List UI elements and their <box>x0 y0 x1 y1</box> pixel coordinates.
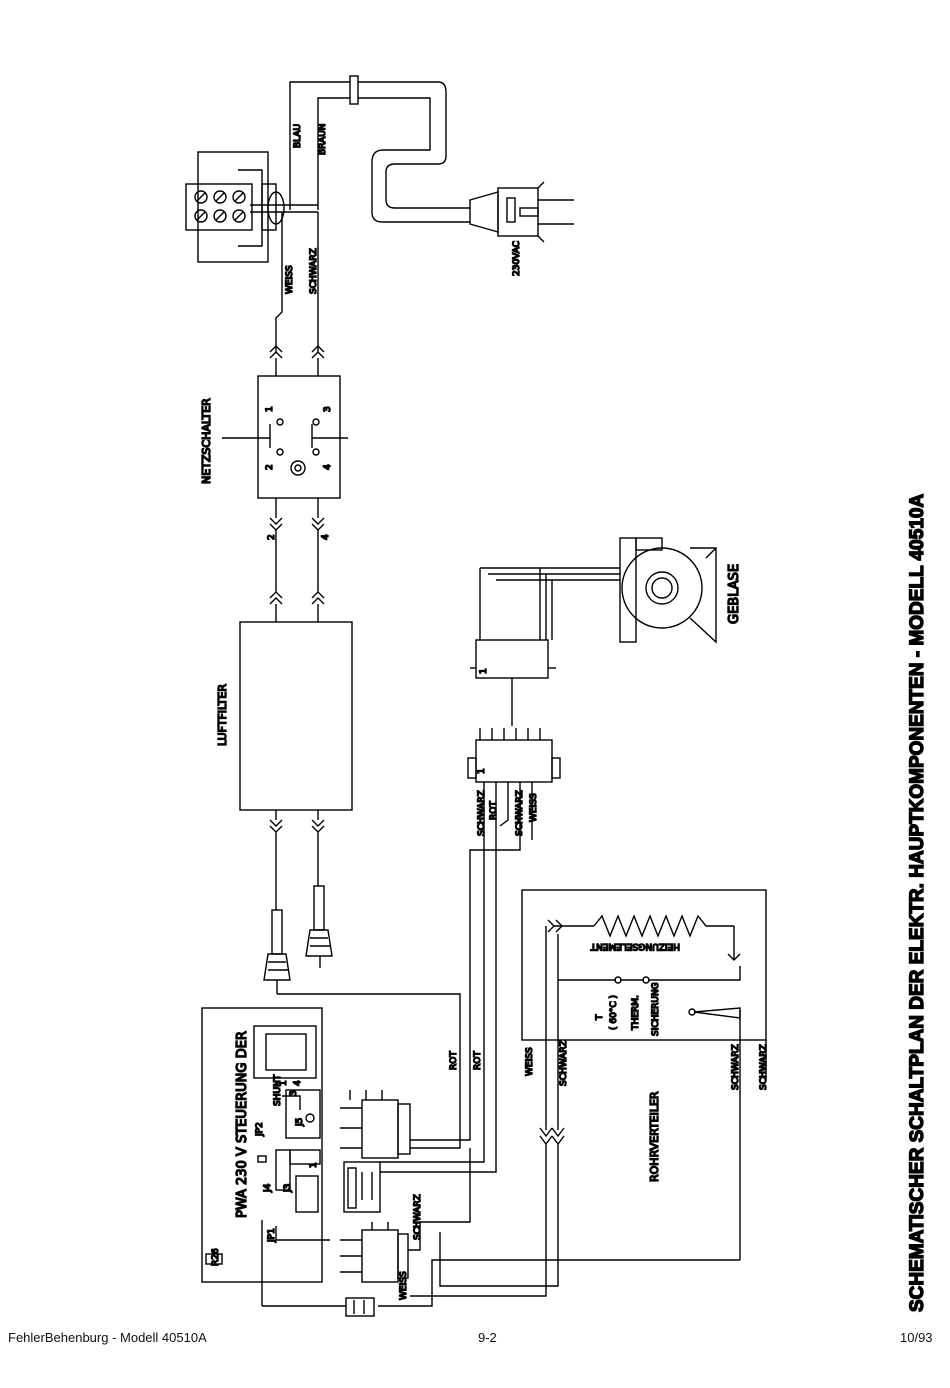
wire-label-weiss-r: WEISS <box>525 1047 535 1076</box>
wire-label-braun: BRAUN <box>318 123 328 155</box>
wire-number-2: 2 <box>267 534 277 540</box>
r26-label: R26 <box>211 1248 221 1266</box>
wire-label-schwarz-c1: SCHWARZ <box>477 790 487 836</box>
wire-label-weiss-c: WEISS <box>529 793 539 822</box>
heizungselement-label: HEIZUNGSELEMENT <box>590 941 680 951</box>
thermostat-label-1: THERM. <box>631 995 641 1031</box>
switch-terminal-4: 4 <box>323 464 333 470</box>
footer-date: 10/93 <box>900 1330 933 1345</box>
connector-chevrons-top <box>269 345 325 376</box>
wire-label-weiss-top: WEISS <box>285 265 295 294</box>
j5-pin-4: 4 <box>293 1080 303 1086</box>
wire-label-rot-1: ROT <box>449 1051 459 1070</box>
wire-label-schwarz-top: SCHWARZ <box>309 248 319 294</box>
luftfilter-label: LUFTFILTER <box>216 684 229 746</box>
cord-plug-right <box>305 885 333 957</box>
wire-label-schwarz-r: SCHWARZ <box>559 1040 569 1086</box>
wire-label-rot-c: ROT <box>489 801 499 820</box>
wire-lower-link <box>408 1148 471 1251</box>
wire-weiss-top <box>275 212 283 352</box>
wire-label-schwarz-r2: SCHWARZ <box>731 1044 741 1090</box>
cord-plug-left <box>263 909 291 994</box>
netzschalter-switch <box>222 375 348 518</box>
rohrverteiler-label: ROHRVERTEILER <box>648 1091 661 1182</box>
pwa-connector-bottom <box>345 1297 375 1317</box>
switch-terminal-2: 2 <box>265 464 275 470</box>
j5-pin-3: 3 <box>289 1090 299 1096</box>
connector-chevrons-mid <box>269 517 325 622</box>
jp1-label: JP1 <box>267 1228 277 1243</box>
thermostat-temp-label: ( 60°C ) <box>609 995 619 1030</box>
jp2-label: JP2 <box>255 1122 265 1137</box>
blower-connector-pin1: 1 <box>479 668 489 674</box>
pwa-connector-lower <box>340 1222 409 1283</box>
plug-voltage-label: 230VAC <box>512 241 522 276</box>
pwa-connector-upper <box>340 1090 411 1159</box>
wire-label-rot-2: ROT <box>473 1051 483 1070</box>
footer-page-number: 9-2 <box>478 1330 497 1345</box>
luftfilter-box <box>239 621 353 811</box>
pwa-control-board <box>201 1007 346 1307</box>
thermostat-label-2: SICHERUNG <box>651 982 661 1036</box>
switch-terminal-1: 1 <box>265 406 275 412</box>
power-plug <box>469 181 574 243</box>
rohrverteiler-box <box>521 889 767 1260</box>
connector-pin1-label: 1 <box>477 768 487 774</box>
terminal-block <box>185 151 318 263</box>
pwa-label: PWA 230 V STEUERUNG DER <box>235 1031 250 1218</box>
j3-label: J3 <box>283 1184 293 1193</box>
wire-label-blau: BLAU <box>293 124 303 148</box>
wire-schwarz-bottom <box>439 1144 559 1287</box>
footer-document-name: FehlerBehenburg - Modell 40510A <box>8 1330 207 1345</box>
pwa-connector-middle <box>343 1161 381 1213</box>
wire-rot-left <box>277 993 461 1149</box>
switch-terminal-3: 3 <box>323 406 333 412</box>
wire-label-schwarz-c2: SCHWARZ <box>515 790 525 836</box>
wire-weiss-bottom <box>410 1144 547 1297</box>
geblase-blower <box>470 537 717 726</box>
j5-label: J5 <box>295 1118 305 1127</box>
wire-number-4: 4 <box>321 534 331 540</box>
j4-label: J4 <box>263 1183 273 1193</box>
power-cord <box>289 75 470 223</box>
shunt-label: SHUNT <box>273 1074 283 1106</box>
netzschalter-label: NETZSCHALTER <box>200 398 213 484</box>
j5-pin-1: 1 <box>279 1080 289 1086</box>
six-pin-connector <box>380 728 561 1173</box>
thermostat-t-label: T <box>595 1014 605 1021</box>
wire-label-weiss-pwa: WEISS <box>399 1271 409 1300</box>
wire-label-schwarz-r3: SCHWARZ <box>759 1044 769 1090</box>
j3-pin-1: 1 <box>309 1162 319 1168</box>
wire-label-schwarz-pwa: SCHWARZ <box>413 1194 423 1240</box>
wire-schwarz-return <box>378 1259 740 1307</box>
connector-chevrons-bottom <box>269 810 325 910</box>
geblase-label: GEBLASE <box>727 564 742 624</box>
page-title: SCHEMATISCHER SCHALTPLAN DER ELEKTR. HAU… <box>907 494 928 1312</box>
